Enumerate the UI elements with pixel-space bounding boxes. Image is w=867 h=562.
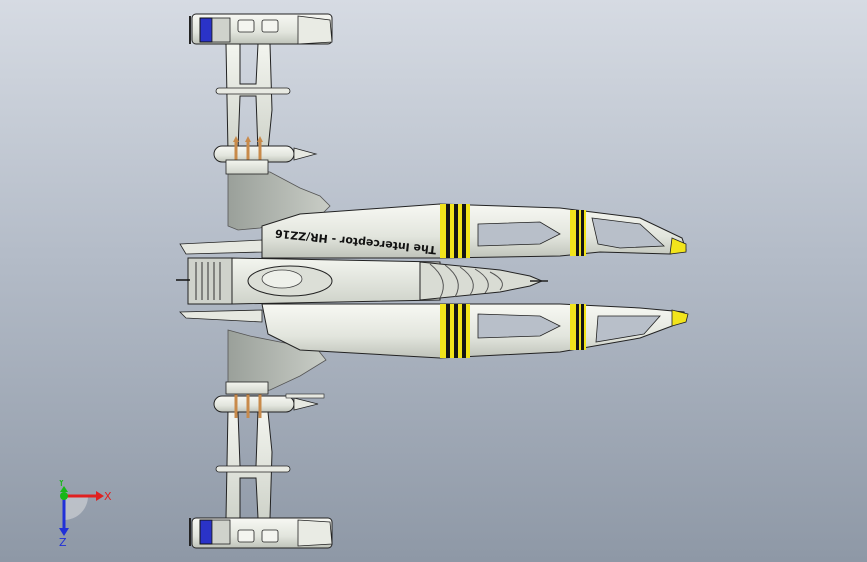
top-wing-strut xyxy=(225,43,273,153)
bottom-cannon-body xyxy=(213,395,295,413)
x-axis-label: X xyxy=(104,490,112,503)
fuselage xyxy=(176,239,548,323)
bottom-cannon-rings xyxy=(234,390,262,418)
bottom-cockpit-window xyxy=(199,519,213,545)
upper-blade: The Interceptor - HR/ZZ16 xyxy=(261,203,687,259)
bottom-wing xyxy=(189,329,333,549)
y-axis-origin xyxy=(60,486,68,500)
x-axis-arrow xyxy=(64,491,104,501)
nose-cone xyxy=(419,261,544,301)
bottom-wing-strut xyxy=(225,409,273,519)
y-axis-label: Y xyxy=(57,480,65,489)
top-wing xyxy=(189,13,333,231)
z-axis-label: Z xyxy=(59,536,67,549)
top-cockpit-window xyxy=(199,17,213,43)
lower-blade xyxy=(261,303,689,359)
view-orientation-triad: X Y Z xyxy=(57,480,112,549)
engine-block xyxy=(187,257,233,305)
z-axis-arrow xyxy=(59,496,69,536)
